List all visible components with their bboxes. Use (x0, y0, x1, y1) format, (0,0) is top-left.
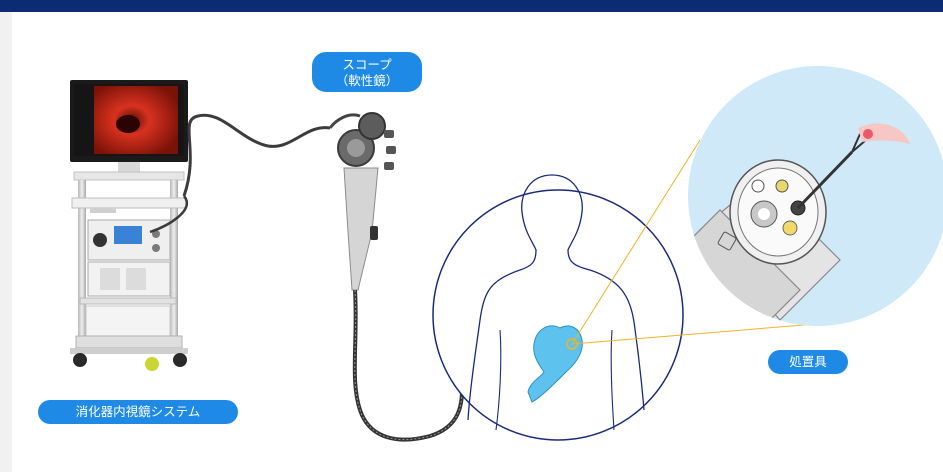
scope-tip-closeup-illustration (688, 66, 943, 326)
header-bar (0, 0, 943, 12)
scope-label-line1: スコープ (342, 57, 392, 72)
scope-label: スコープ （軟性鏡） (312, 52, 422, 92)
treatment-tool-label: 処置具 (768, 350, 848, 374)
scope-label-line2: （軟性鏡） (335, 73, 399, 88)
human-body-illustration (432, 174, 684, 441)
endoscopy-cart-illustration (70, 80, 331, 371)
system-label: 消化器内視鏡システム (38, 400, 238, 424)
leader-lines (571, 139, 841, 345)
endoscope-illustration (328, 112, 574, 442)
left-margin-strip (0, 12, 12, 472)
